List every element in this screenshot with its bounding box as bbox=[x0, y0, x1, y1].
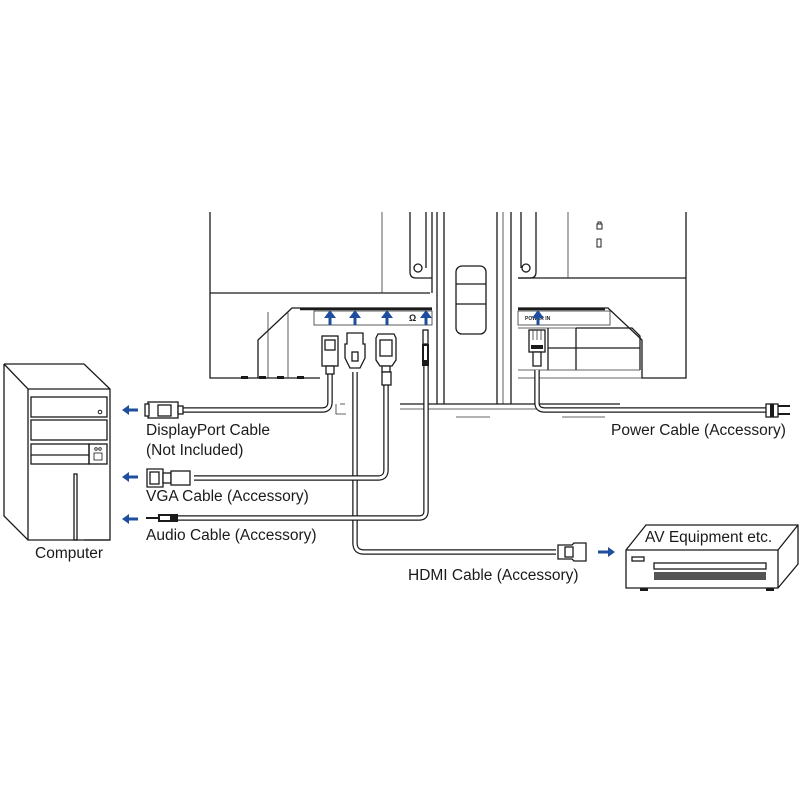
arrow-left-icon bbox=[122, 405, 138, 415]
arrow-right-icon bbox=[598, 547, 615, 557]
power-cable-label: Power Cable (Accessory) bbox=[611, 422, 786, 439]
arrow-up-icon bbox=[532, 310, 544, 325]
hdmi-port-mark: ' ' bbox=[350, 316, 354, 322]
arrow-up-icon bbox=[420, 310, 432, 325]
arrow-up-icon bbox=[381, 310, 393, 325]
device-arrows bbox=[122, 405, 615, 557]
monitor-stand bbox=[335, 212, 620, 418]
kensington-slot-icon bbox=[596, 238, 602, 248]
hdmi-plug-monitor bbox=[344, 332, 366, 369]
arrow-left-icon bbox=[122, 514, 138, 524]
hdmi-cable bbox=[344, 332, 587, 562]
vga-cable-label: VGA Cable (Accessory) bbox=[146, 488, 309, 505]
computer-label: Computer bbox=[35, 545, 104, 562]
displayport-cable-note: (Not Included) bbox=[146, 442, 244, 459]
audio-plug-monitor bbox=[422, 329, 429, 345]
power-cable bbox=[528, 329, 790, 418]
lock-icon bbox=[596, 221, 603, 230]
displayport-cable-label: DisplayPort Cable bbox=[146, 422, 271, 439]
rubber-feet bbox=[241, 376, 304, 379]
arrow-left-icon bbox=[122, 472, 138, 482]
arrow-up-icon bbox=[349, 310, 361, 325]
av-equipment-icon bbox=[625, 524, 799, 591]
audio-cable bbox=[146, 329, 429, 522]
monitor-rear: ' ' Ω POWER IN bbox=[209, 212, 687, 418]
cable-clip bbox=[455, 265, 487, 335]
vga-cable bbox=[146, 333, 397, 488]
audio-cable-label: Audio Cable (Accessory) bbox=[146, 527, 317, 544]
computer-tower-icon bbox=[3, 363, 111, 541]
power-port-panel bbox=[517, 310, 611, 326]
arrow-up-icon bbox=[324, 310, 336, 325]
headphone-icon: Ω bbox=[409, 313, 416, 323]
av-equipment-label: AV Equipment etc. bbox=[645, 529, 773, 546]
hdmi-cable-label: HDMI Cable (Accessory) bbox=[408, 567, 579, 584]
port-arrows bbox=[324, 310, 544, 325]
displayport-cable bbox=[144, 335, 339, 419]
